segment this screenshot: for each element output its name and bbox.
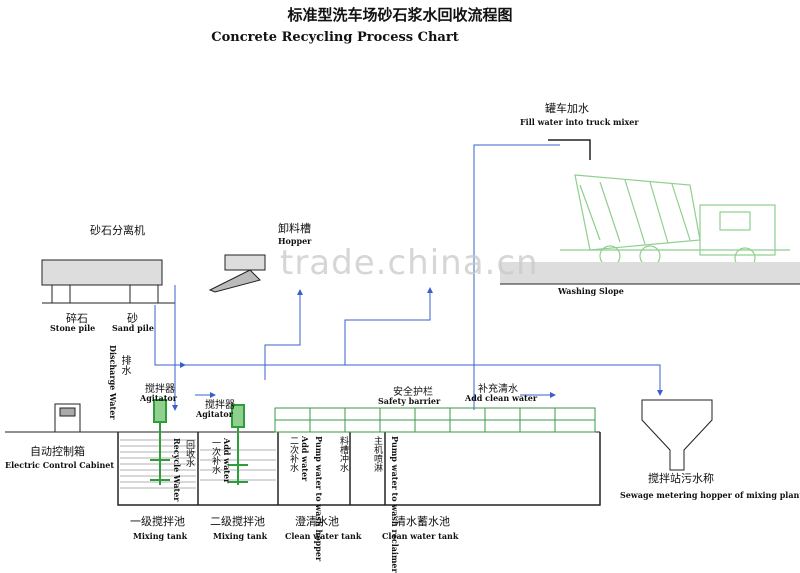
label-washing-slope: Washing Slope: [558, 286, 624, 296]
title-english: Concrete Recycling Process Chart: [211, 30, 459, 45]
label-discharge-en: Discharge Water: [108, 345, 118, 420]
label-stone-pile-en: Stone pile: [50, 323, 96, 333]
sewage-metering-hopper: [641, 399, 713, 471]
safety-barrier: [274, 407, 596, 433]
label-hopper-en: Hopper: [278, 236, 312, 246]
agitator-2: [228, 404, 248, 485]
washing-slope: [500, 262, 800, 285]
truck-mixer-illustration: [560, 174, 790, 269]
watermark: trade.china.cn: [280, 243, 539, 283]
label-agitator1-en: Agitator: [140, 393, 177, 403]
label-safety-cn: 安全护栏: [393, 387, 433, 398]
label-fill-truck-en: Fill water into truck mixer: [520, 117, 639, 127]
label-tank3-en: Clean water tank: [285, 531, 362, 541]
label-pump-reclaimer-cn: 主机喷淋: [372, 436, 382, 472]
label-tank1-cn: 一级搅拌池: [130, 515, 185, 528]
label-fill-truck-cn: 罐车加水: [545, 102, 589, 115]
label-add-water2-cn: 二次补水: [288, 436, 298, 472]
label-safety-en: Safety barrier: [378, 396, 441, 406]
label-clean-water-en: Add clean water: [465, 393, 538, 403]
label-clean-water-cn: 补充清水: [478, 384, 518, 395]
label-agitator2-cn: 搅拌器: [205, 400, 235, 411]
label-pump-hopper-en: Pump water to wash hopper: [314, 436, 324, 562]
flow-pipes: [154, 285, 663, 411]
label-tank2-en: Mixing tank: [213, 531, 268, 541]
label-control-en: Electric Control Cabinet: [5, 460, 115, 470]
label-tank4-en: Clean water tank: [382, 531, 459, 541]
label-control-cn: 自动控制箱: [30, 445, 85, 458]
label-agitator1-cn: 搅拌器: [145, 384, 175, 395]
label-add-water1-en: Add water: [222, 438, 232, 484]
mixing-tank-sediment: [120, 439, 276, 489]
label-sewage-en: Sewage metering hopper of mixing plant: [620, 490, 800, 500]
sand-stone-separator: [41, 259, 175, 304]
label-tank4-cn: 清水蓄水池: [395, 515, 450, 528]
title-chinese: 标准型洗车场砂石浆水回收流程图: [287, 6, 513, 24]
label-recycle-en: Recycle Water: [172, 438, 182, 502]
label-add-water1-cn: 一次补水: [210, 438, 220, 474]
process-diagram-canvas: [5, 139, 800, 506]
label-hopper-cn: 卸料槽: [278, 222, 311, 235]
fill-water-pipe: [473, 139, 591, 410]
label-sand-pile-en: Sand pile: [112, 323, 154, 333]
label-stone-pile-cn: 碎石: [66, 312, 88, 325]
label-add-water2-en: Add water: [300, 436, 310, 482]
label-tank2-cn: 二级搅拌池: [210, 515, 265, 528]
label-sewage-cn: 搅拌站污水称: [648, 472, 714, 485]
label-separator-cn: 砂石分离机: [90, 224, 145, 237]
hopper: [208, 254, 266, 293]
label-tank1-en: Mixing tank: [133, 531, 188, 541]
agitator-1: [150, 399, 170, 485]
control-cabinet: [54, 403, 81, 433]
label-tank3-cn: 澄清水池: [295, 515, 339, 528]
label-agitator2-en: Agitator: [196, 409, 233, 419]
label-recycle-cn: 回收水: [184, 440, 194, 467]
label-discharge-cn: 排水: [119, 355, 130, 375]
label-pump-reclaimer-en: Pump water to wash reclaimer: [390, 436, 400, 573]
label-sand-pile-cn: 砂: [127, 312, 138, 325]
label-pump-hopper-cn: 料槽冲水: [338, 436, 348, 472]
